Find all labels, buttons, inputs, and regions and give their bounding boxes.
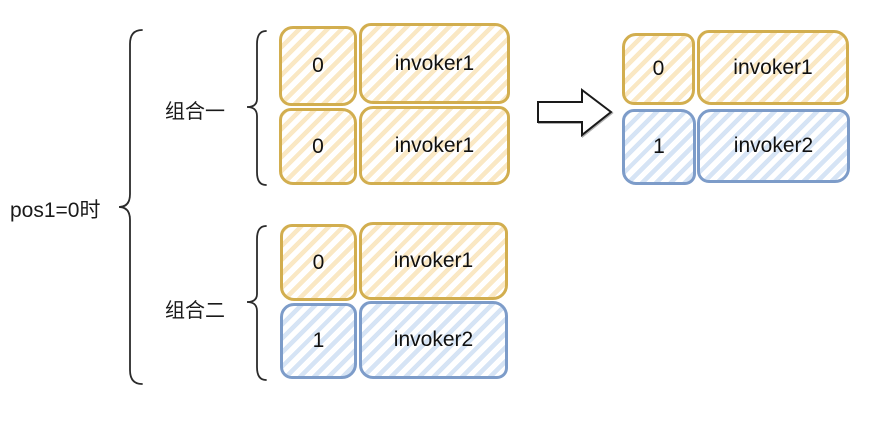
group2-label: 组合二 <box>165 300 225 322</box>
index-box: 0 <box>622 33 695 105</box>
invoker-box: invoker2 <box>359 301 508 379</box>
index-box: 1 <box>622 109 696 185</box>
group1-label: 组合一 <box>165 101 225 123</box>
invoker-box: invoker1 <box>359 106 510 185</box>
group2-brace <box>246 225 267 381</box>
condition-label: pos1=0时 <box>10 199 101 222</box>
group1-brace <box>246 30 267 186</box>
index-box: 0 <box>279 26 357 106</box>
invoker-box: invoker1 <box>359 222 508 300</box>
invoker-box: invoker1 <box>697 30 849 105</box>
right-arrow-icon <box>537 87 613 138</box>
index-box: 0 <box>280 224 357 301</box>
outer-brace <box>118 29 143 385</box>
index-box: 1 <box>280 303 357 379</box>
invoker-box: invoker1 <box>359 23 510 104</box>
index-box: 0 <box>279 108 357 185</box>
invoker-box: invoker2 <box>697 109 850 183</box>
